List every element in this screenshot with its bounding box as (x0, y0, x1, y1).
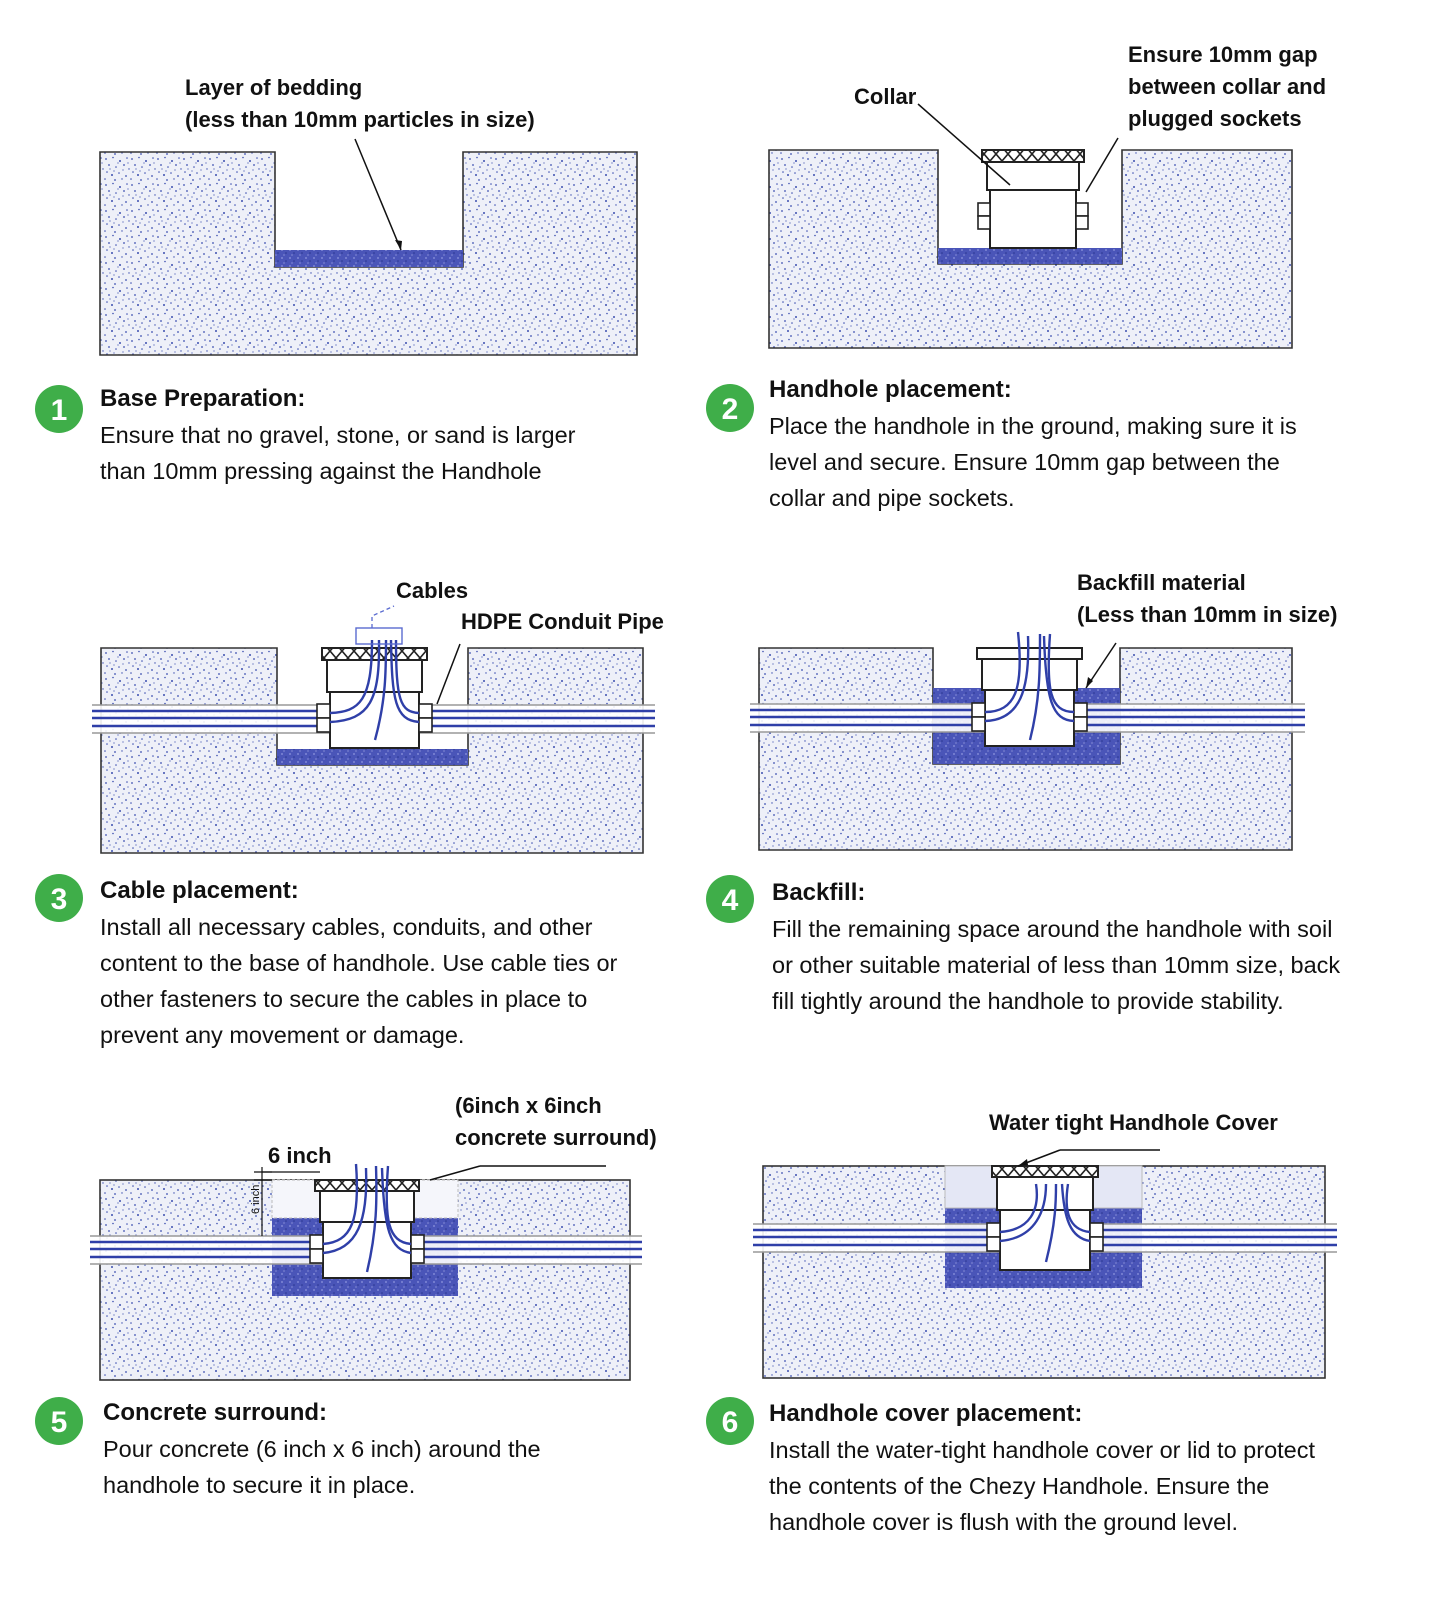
callout-water-tight-cover: Water tight Handhole Cover (989, 1110, 1278, 1135)
callout-concrete-line-2: concrete surround) (455, 1125, 657, 1150)
step-6-line-2: the contents of the Chezy Handhole. Ensu… (769, 1473, 1270, 1499)
bedding-layer (275, 250, 463, 267)
step-1-title: Base Preparation: (100, 385, 306, 412)
callout-6-inch-horizontal: 6 inch (268, 1143, 332, 1168)
step-badge-4: 4 (706, 875, 754, 923)
callout-particle-size: (less than 10mm particles in size) (185, 107, 535, 132)
callout-concrete-line-1: (6inch x 6inch (455, 1093, 602, 1118)
step-2-line-2: level and secure. Ensure 10mm gap betwee… (769, 449, 1280, 475)
callout-6-inch-vertical: 6 inch (250, 1185, 262, 1214)
cables (999, 1183, 1091, 1263)
handhole-body (971, 647, 1088, 747)
svg-text:4: 4 (722, 884, 739, 917)
callout-backfill-material: Backfill material (1077, 570, 1246, 595)
callout-layer-of-bedding: Layer of bedding (185, 75, 362, 100)
step-1-line-1: Ensure that no gravel, stone, or sand is… (100, 422, 576, 448)
step-badge-1: 1 (35, 385, 83, 433)
step-4-line-2: or other suitable material of less than … (772, 952, 1341, 978)
svg-text:1: 1 (51, 394, 68, 427)
bedding-layer (938, 248, 1122, 264)
panel-3-diagram: Cables HDPE Conduit Pipe (92, 578, 664, 854)
cables (322, 1163, 412, 1273)
panel-1-diagram: Layer of bedding (less than 10mm particl… (99, 75, 638, 356)
panel-5-diagram: 6 inch 6 inch (6inch x 6inch concrete su… (90, 1093, 657, 1381)
step-6-line-1: Install the water-tight handhole cover o… (769, 1437, 1316, 1463)
svg-text:2: 2 (722, 393, 739, 426)
step-2-line-1: Place the handhole in the ground, making… (769, 413, 1297, 439)
svg-text:5: 5 (51, 1406, 68, 1439)
step-1-line-2: than 10mm pressing against the Handhole (100, 458, 542, 484)
step-6-line-3: handhole cover is flush with the ground … (769, 1509, 1238, 1535)
svg-text:6: 6 (722, 1406, 739, 1439)
step-badge-6: 6 (706, 1397, 754, 1445)
step-3-title: Cable placement: (100, 877, 299, 904)
panel-4-diagram: Backfill material (Less than 10mm in siz… (750, 570, 1337, 851)
step-badge-3: 3 (35, 874, 83, 922)
step-3-line-3: other fasteners to secure the cables in … (100, 986, 588, 1012)
step-5-text: Concrete surround: Pour concrete (6 inch… (103, 1395, 541, 1503)
step-4-line-3: fill tightly around the handhole to prov… (772, 988, 1284, 1014)
step-6-title: Handhole cover placement: (769, 1400, 1083, 1427)
handhole-body (309, 1179, 425, 1279)
step-badge-2: 2 (706, 384, 754, 432)
callout-gap-line-1: Ensure 10mm gap (1128, 42, 1318, 67)
step-5-line-2: handhole to secure it in place. (103, 1472, 416, 1498)
callout-hdpe-conduit: HDPE Conduit Pipe (461, 609, 664, 634)
callout-backfill-size: (Less than 10mm in size) (1077, 602, 1337, 627)
step-3-line-2: content to the base of handhole. Use cab… (100, 950, 618, 976)
svg-text:3: 3 (51, 883, 68, 916)
cables (329, 639, 420, 741)
cables (984, 631, 1075, 741)
callout-gap-line-2: between collar and (1128, 74, 1326, 99)
step-6-text: Handhole cover placement: Install the wa… (769, 1396, 1315, 1540)
handhole-body (986, 1165, 1104, 1271)
panel-6-diagram: Water tight Handhole Cover (753, 1110, 1337, 1379)
step-2-text: Handhole placement: Place the handhole i… (769, 372, 1297, 516)
step-5-line-1: Pour concrete (6 inch x 6 inch) around t… (103, 1436, 541, 1462)
step-badge-5: 5 (35, 1397, 83, 1445)
step-2-line-3: collar and pipe sockets. (769, 485, 1015, 511)
panel-2-diagram: Collar Ensure 10mm gap between collar an… (768, 42, 1326, 349)
step-3-line-1: Install all necessary cables, conduits, … (100, 914, 593, 940)
step-3-text: Cable placement: Install all necessary c… (100, 873, 617, 1053)
handhole-cover (991, 1165, 1099, 1178)
step-3-line-4: prevent any movement or damage. (100, 1022, 465, 1048)
dimension-marks (254, 1167, 320, 1236)
handhole-body (977, 149, 1089, 249)
step-5-title: Concrete surround: (103, 1399, 328, 1426)
handhole-body (316, 647, 433, 749)
step-1-text: Base Preparation: Ensure that no gravel,… (100, 381, 576, 489)
step-2-title: Handhole placement: (769, 376, 1012, 403)
callout-gap-line-3: plugged sockets (1128, 106, 1302, 131)
callout-collar: Collar (854, 84, 917, 109)
callout-cables: Cables (396, 578, 468, 603)
step-4-line-1: Fill the remaining space around the hand… (772, 916, 1333, 942)
step-4-text: Backfill: Fill the remaining space aroun… (772, 875, 1340, 1019)
bedding-layer (277, 749, 468, 765)
step-4-title: Backfill: (772, 879, 866, 906)
